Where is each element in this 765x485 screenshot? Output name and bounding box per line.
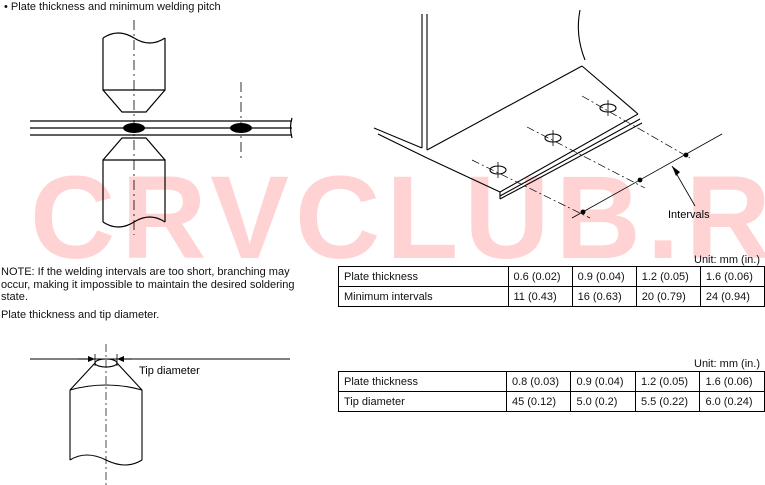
table-cell: 1.2 (0.05): [634, 371, 701, 392]
table-cell: 24 (0.94): [699, 286, 765, 307]
table-cell: 1.6 (0.06): [699, 266, 765, 287]
welding-note: NOTE: If the welding intervals are too s…: [1, 266, 295, 303]
table-cell: 16 (0.63): [571, 286, 637, 307]
section-heading-text: Plate thickness and minimum welding pitc…: [10, 1, 221, 13]
table-cell: 0.6 (0.02): [507, 266, 573, 287]
minimum-intervals-table: Plate thickness 0.6 (0.02) 0.9 (0.04) 1.…: [338, 266, 765, 307]
table-cell: Tip diameter: [338, 391, 507, 412]
table-row: Plate thickness 0.6 (0.02) 0.9 (0.04) 1.…: [338, 266, 765, 287]
tip-section-heading: Plate thickness and tip diameter.: [1, 309, 160, 321]
table-row: Tip diameter 45 (0.12) 5.0 (0.2) 5.5 (0.…: [338, 391, 765, 412]
table-cell: 11 (0.43): [507, 286, 573, 307]
table-row: Plate thickness 0.8 (0.03) 0.9 (0.04) 1.…: [338, 371, 765, 392]
table-cell: 20 (0.79): [635, 286, 701, 307]
table-cell: 0.9 (0.04): [570, 371, 636, 392]
table-cell: 1.6 (0.06): [699, 371, 765, 392]
welding-electrodes-figure: [30, 20, 293, 235]
table-cell: 1.2 (0.05): [635, 266, 701, 287]
table-cell: 5.5 (0.22): [634, 391, 701, 412]
intervals-label: Intervals: [668, 209, 710, 221]
table2-unit: Unit: mm (in.): [694, 358, 760, 370]
section-heading: • Plate thickness and minimum welding pi…: [4, 1, 221, 13]
table1-unit: Unit: mm (in.): [694, 254, 760, 266]
table-cell: 0.9 (0.04): [571, 266, 637, 287]
table-cell: Minimum intervals: [338, 286, 509, 307]
table-row: Minimum intervals 11 (0.43) 16 (0.63) 20…: [338, 286, 765, 307]
welding-intervals-figure: Intervals: [373, 9, 723, 221]
table-cell: Plate thickness: [338, 371, 507, 392]
tip-diameter-label: Tip diameter: [139, 365, 200, 377]
tip-diameter-figure: Tip diameter: [30, 344, 290, 485]
table-cell: 45 (0.12): [505, 391, 572, 412]
tip-diameter-table: Plate thickness 0.8 (0.03) 0.9 (0.04) 1.…: [338, 371, 765, 412]
table-cell: 0.8 (0.03): [505, 371, 572, 392]
table-cell: 6.0 (0.24): [699, 391, 765, 412]
table-cell: Plate thickness: [338, 266, 509, 287]
table-cell: 5.0 (0.2): [570, 391, 636, 412]
